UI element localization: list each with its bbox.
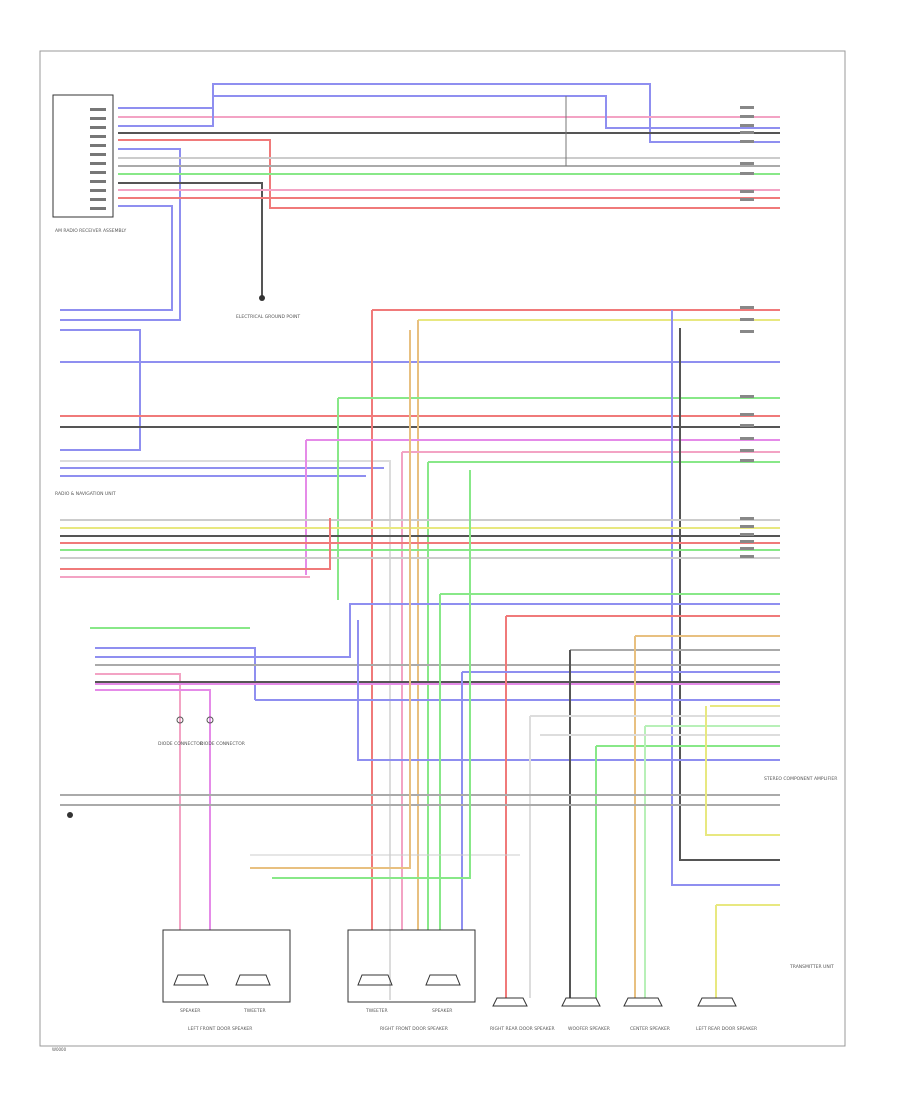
speaker-center: CENTER SPEAKER (623, 997, 670, 1032)
svg-text:LEFT REAR DOOR SPEAKER: LEFT REAR DOOR SPEAKER (696, 1026, 757, 1032)
svg-text:DIODE CONNECTOR: DIODE CONNECTOR (158, 741, 203, 747)
svg-text:CENTER SPEAKER: CENTER SPEAKER (630, 1026, 670, 1032)
mid-wire-bundle (60, 518, 780, 578)
ground-lower (67, 812, 73, 818)
diagram-frame (39, 50, 846, 1047)
svg-text:STEREO COMPONENT AMPLIFIER: STEREO COMPONENT AMPLIFIER (764, 776, 837, 782)
svg-text:SPEAKER: SPEAKER (432, 1008, 452, 1014)
transmitter: TRANSMITTER UNIT (789, 964, 834, 970)
footer-code: W0000 (52, 1047, 67, 1052)
svg-text:TWEETER: TWEETER (365, 1008, 388, 1014)
svg-text:TRANSMITTER UNIT: TRANSMITTER UNIT (789, 964, 834, 970)
speaker-right-rear: RIGHT REAR DOOR SPEAKER (490, 997, 555, 1032)
speaker-left-rear: LEFT REAR DOOR SPEAKER (696, 997, 757, 1032)
mid-left-connector: RADIO & NAVIGATION UNIT (55, 309, 780, 1000)
svg-text:RADIO & NAVIGATION UNIT: RADIO & NAVIGATION UNIT (55, 491, 116, 497)
svg-text:ELECTRICAL GROUND POINT: ELECTRICAL GROUND POINT (236, 314, 300, 320)
speaker-woofer: WOOFER SPEAKER (561, 997, 610, 1032)
relay-left: DIODE CONNECTOR (158, 716, 203, 747)
ground-top: ELECTRICAL GROUND POINT (236, 295, 300, 320)
relay-right: DIODE CONNECTOR (200, 716, 245, 747)
vertical-risers (305, 309, 780, 930)
svg-text:RIGHT REAR DOOR SPEAKER: RIGHT REAR DOOR SPEAKER (490, 1026, 555, 1032)
top-left-module: AM RADIO RECEIVER ASSEMBLY (52, 94, 126, 234)
svg-text:WOOFER SPEAKER: WOOFER SPEAKER (568, 1026, 610, 1032)
pin-labels-top (90, 108, 106, 210)
top-wire-bundle (60, 83, 780, 321)
top-module-caption: AM RADIO RECEIVER ASSEMBLY (55, 228, 126, 234)
speaker-left-front: SPEAKER TWEETER LEFT FRONT DOOR SPEAKER (162, 929, 291, 1032)
right-pin-labels-top (740, 106, 754, 201)
svg-text:LEFT FRONT DOOR SPEAKER: LEFT FRONT DOOR SPEAKER (188, 1026, 252, 1032)
svg-text:SPEAKER: SPEAKER (180, 1008, 200, 1014)
lower-left-harness (60, 330, 780, 998)
right-amp: STEREO COMPONENT AMPLIFIER (740, 306, 837, 782)
svg-text:DIODE CONNECTOR: DIODE CONNECTOR (200, 741, 245, 747)
svg-text:RIGHT FRONT DOOR SPEAKER: RIGHT FRONT DOOR SPEAKER (380, 1026, 448, 1032)
speaker-right-front: TWEETER SPEAKER RIGHT FRONT DOOR SPEAKER (347, 929, 476, 1032)
svg-text:TWEETER: TWEETER (243, 1008, 266, 1014)
